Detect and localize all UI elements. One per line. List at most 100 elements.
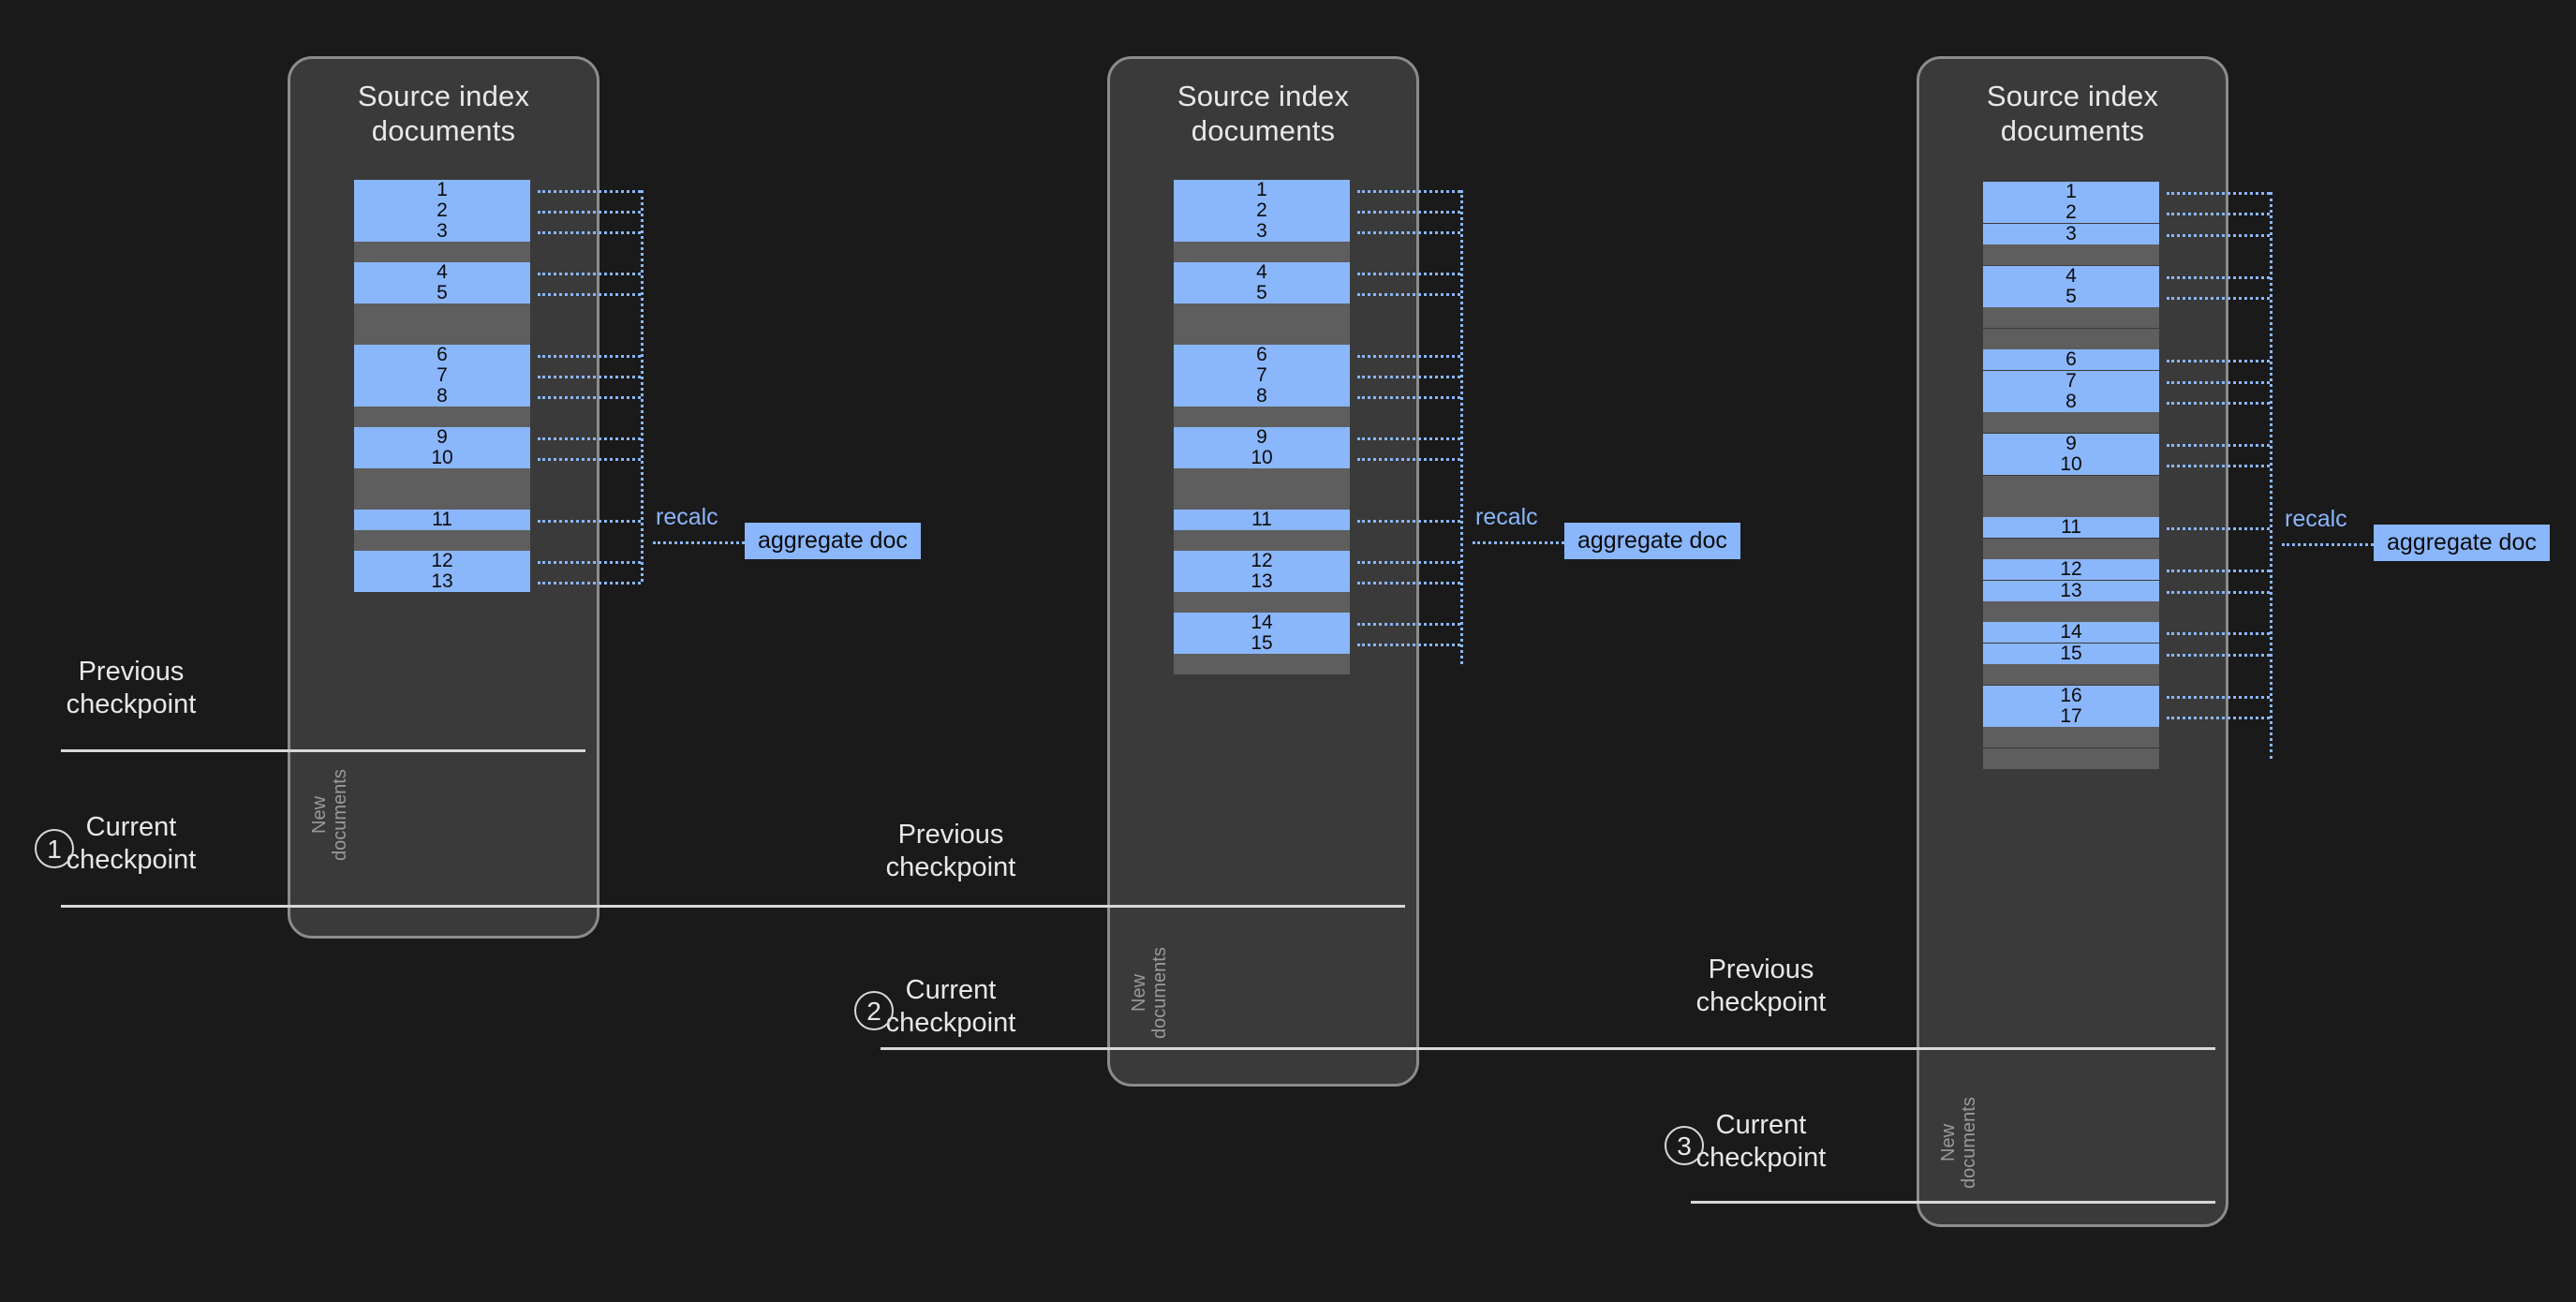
connector-line bbox=[1357, 376, 1460, 378]
document-row: 8 bbox=[354, 386, 530, 407]
connector-line bbox=[1357, 582, 1460, 584]
connector-bus bbox=[641, 190, 644, 582]
connector-line bbox=[2167, 717, 2270, 719]
empty-row bbox=[1983, 328, 2159, 349]
connector-line bbox=[1357, 190, 1460, 193]
empty-row bbox=[354, 303, 530, 324]
previous-checkpoint-label: Previous checkpoint bbox=[885, 820, 1016, 882]
current-checkpoint-label: Current checkpoint bbox=[885, 975, 1016, 1038]
document-row: 16 bbox=[1983, 685, 2159, 706]
document-row: 10 bbox=[1174, 448, 1350, 468]
empty-row bbox=[1983, 307, 2159, 329]
document-row: 6 bbox=[1983, 349, 2159, 371]
connector-line bbox=[2167, 402, 2270, 405]
connector-line bbox=[538, 211, 641, 214]
empty-row bbox=[1174, 407, 1350, 427]
empty-row bbox=[1174, 592, 1350, 613]
document-row: 1 bbox=[354, 180, 530, 200]
document-row: 14 bbox=[1174, 613, 1350, 633]
document-row: 8 bbox=[1983, 392, 2159, 412]
connector-line bbox=[2167, 653, 2270, 657]
panel-title: Source index documents bbox=[1986, 80, 2159, 147]
connector-bus bbox=[2270, 192, 2273, 759]
connector-line bbox=[2167, 632, 2270, 636]
document-row: 9 bbox=[1983, 433, 2159, 454]
checkpoint-step-badge: 2 bbox=[854, 991, 894, 1030]
document-row: 2 bbox=[1174, 200, 1350, 221]
document-row: 17 bbox=[1983, 706, 2159, 727]
document-row: 4 bbox=[1983, 265, 2159, 287]
document-row: 6 bbox=[1174, 345, 1350, 365]
connector-line bbox=[538, 582, 641, 584]
empty-row bbox=[1983, 664, 2159, 686]
recalc-label: recalc bbox=[1475, 504, 1538, 530]
recalc-arrow-line bbox=[653, 541, 756, 544]
empty-row bbox=[1983, 412, 2159, 434]
empty-row bbox=[1174, 654, 1350, 674]
new-documents-label: New documents bbox=[1938, 1097, 1979, 1189]
connector-line bbox=[2167, 527, 2270, 531]
recalc-label: recalc bbox=[2285, 506, 2347, 532]
connector-line bbox=[2167, 275, 2270, 279]
connector-line bbox=[538, 273, 641, 275]
empty-row bbox=[1983, 244, 2159, 266]
panel-title: Source index documents bbox=[1177, 80, 1350, 147]
empty-row bbox=[354, 324, 530, 345]
recalc-arrow-line bbox=[2282, 543, 2385, 546]
previous-checkpoint-line bbox=[61, 749, 585, 752]
document-row: 12 bbox=[354, 551, 530, 571]
connector-line bbox=[1357, 231, 1460, 234]
connector-line bbox=[1357, 355, 1460, 358]
connector-line bbox=[2167, 213, 2270, 216]
document-row: 10 bbox=[354, 448, 530, 468]
connector-line bbox=[2167, 465, 2270, 468]
document-row: 11 bbox=[354, 510, 530, 530]
connector-line bbox=[1357, 396, 1460, 399]
document-row: 4 bbox=[354, 262, 530, 283]
current-checkpoint-line bbox=[61, 905, 1400, 908]
connector-line bbox=[538, 561, 641, 564]
document-row: 5 bbox=[354, 283, 530, 303]
document-row: 8 bbox=[1174, 386, 1350, 407]
empty-row bbox=[1174, 324, 1350, 345]
connector-bus bbox=[1460, 190, 1463, 664]
recalc-arrow-line bbox=[1473, 541, 1576, 544]
document-row: 11 bbox=[1174, 510, 1350, 530]
empty-row bbox=[354, 407, 530, 427]
current-checkpoint-line bbox=[881, 1047, 2220, 1050]
checkpoint-step-badge: 1 bbox=[35, 829, 74, 868]
new-documents-label: New documents bbox=[309, 769, 350, 861]
connector-line bbox=[538, 355, 641, 358]
connector-line bbox=[2167, 570, 2270, 573]
document-row: 15 bbox=[1983, 643, 2159, 664]
document-row: 2 bbox=[354, 200, 530, 221]
aggregate-doc-box: aggregate doc bbox=[2374, 525, 2550, 561]
empty-row bbox=[354, 468, 530, 489]
empty-row bbox=[1174, 489, 1350, 510]
empty-row bbox=[1174, 468, 1350, 489]
document-row: 7 bbox=[1983, 370, 2159, 392]
document-row: 13 bbox=[1174, 571, 1350, 592]
connector-line bbox=[2167, 695, 2270, 699]
connector-line bbox=[538, 458, 641, 461]
document-row: 15 bbox=[1174, 633, 1350, 654]
connector-line bbox=[2167, 360, 2270, 363]
document-row: 9 bbox=[354, 427, 530, 448]
connector-line bbox=[2167, 297, 2270, 300]
document-row: 5 bbox=[1174, 283, 1350, 303]
recalc-label: recalc bbox=[656, 504, 718, 530]
connector-line bbox=[538, 520, 641, 523]
connector-line bbox=[1357, 623, 1460, 626]
current-checkpoint-label: Current checkpoint bbox=[66, 812, 197, 875]
connector-line bbox=[1357, 273, 1460, 275]
document-row: 6 bbox=[354, 345, 530, 365]
previous-checkpoint-label: Previous checkpoint bbox=[66, 657, 197, 719]
previous-checkpoint-line bbox=[881, 905, 1405, 908]
new-documents-label: New documents bbox=[1129, 947, 1170, 1039]
document-row: 2 bbox=[1983, 202, 2159, 224]
empty-row bbox=[1174, 242, 1350, 262]
empty-row bbox=[1983, 496, 2159, 517]
connector-line bbox=[538, 231, 641, 234]
connector-line bbox=[2167, 192, 2270, 195]
